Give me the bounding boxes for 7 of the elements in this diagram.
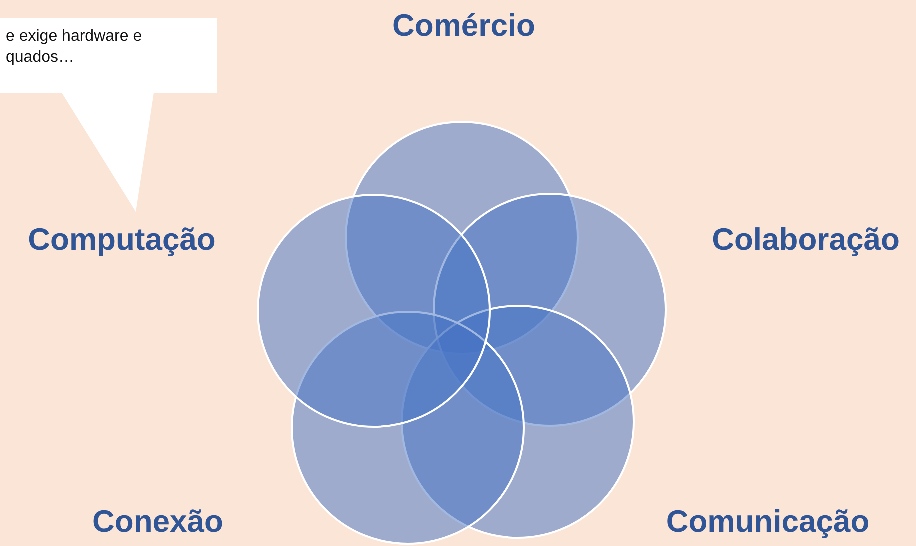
category-label: Comércio — [392, 8, 536, 44]
category-label: Conexão — [92, 504, 224, 540]
category-label: Computação — [28, 222, 216, 258]
callout-text: e exige hardware e quados… — [6, 27, 144, 68]
speech-bubble — [0, 18, 220, 214]
category-label: Colaboração — [712, 222, 900, 258]
category-label: Comunicação — [666, 504, 870, 540]
